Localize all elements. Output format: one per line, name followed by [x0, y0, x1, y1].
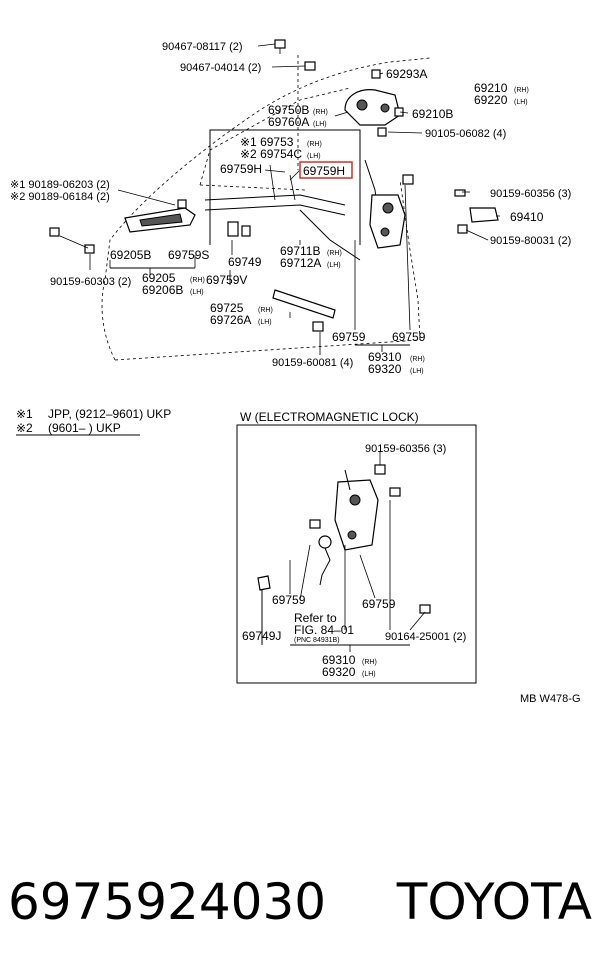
svg-text:(LH): (LH)	[514, 99, 528, 106]
label-69205b: 69205B	[110, 248, 151, 262]
svg-text:(RH): (RH)	[410, 356, 425, 363]
label-69759-b: 69759	[392, 330, 426, 344]
label-69205: 69205	[142, 271, 176, 285]
label-69220: 69220	[474, 93, 508, 107]
bolt-top-1	[274, 39, 286, 54]
label-69759v: 69759V	[206, 273, 247, 287]
svg-text:(LH): (LH)	[307, 153, 321, 160]
svg-text:(LH): (LH)	[258, 319, 272, 326]
label-69712a: 69712A	[280, 256, 321, 270]
inset-label-69749j: 69749J	[242, 629, 281, 643]
label-69753: ※1 69753	[240, 135, 294, 149]
leader-lines	[59, 43, 500, 355]
label-90159-60356: 90159-60356 (3)	[490, 188, 571, 200]
svg-text:(RH): (RH)	[258, 307, 273, 314]
highlight-box	[299, 161, 353, 179]
label-69206b: 69206B	[142, 283, 183, 297]
label-69210b: 69210B	[412, 107, 453, 121]
label-90159-60303: 90159-60303 (2)	[50, 276, 131, 288]
inset-label-69310: 69310	[322, 653, 356, 667]
note-1-mark: ※1	[16, 407, 33, 421]
inset-electromagnetic-lock: W (ELECTROMAGNETIC LOCK) 90159-60356 (3)…	[236, 410, 477, 684]
inset-label-90164-25001: 90164-25001 (2)	[385, 631, 466, 643]
note-2-text: (9601– ) UKP	[48, 421, 121, 435]
svg-text:(RH): (RH)	[307, 141, 322, 148]
svg-text:(RH): (RH)	[190, 277, 205, 284]
inset-title: W (ELECTROMAGNETIC LOCK)	[240, 410, 419, 424]
label-69760a: 69760A	[268, 115, 309, 129]
inside-handle	[124, 199, 196, 233]
inset-label-69759-b: 69759	[362, 597, 396, 611]
note-2-mark: ※2	[16, 421, 33, 435]
inset-label-pnc: (PNC 84931B)	[294, 637, 340, 644]
bolts-left	[49, 227, 95, 254]
striker	[454, 189, 499, 234]
footer: 6975924030 TOYOTA	[8, 862, 592, 942]
svg-text:(LH): (LH)	[190, 289, 204, 296]
door-lock-upper	[344, 69, 404, 137]
inset-label-69759-a: 69759	[272, 593, 306, 607]
label-90105-06082: 90105-06082 (4)	[425, 128, 506, 140]
svg-text:(LH): (LH)	[362, 671, 376, 678]
part-number: 6975924030	[8, 873, 327, 931]
svg-text:(RH): (RH)	[362, 659, 377, 666]
inset-label-fig: FIG. 84–01	[294, 623, 354, 637]
svg-text:(RH): (RH)	[313, 109, 328, 116]
label-90189-06203: ※1 90189-06203 (2)	[10, 179, 110, 191]
svg-text:(RH): (RH)	[327, 250, 342, 257]
label-69754c: ※2 69754C	[240, 147, 302, 161]
inset-label-refer: Refer to	[294, 611, 337, 625]
label-69210: 69210	[474, 81, 508, 95]
parts-diagram: 90467-08117 (2) 90467-04014 (2) 69293A 6…	[10, 39, 581, 705]
label-90159-60081: 90159-60081 (4)	[272, 357, 353, 369]
inset-label-69320: 69320	[322, 665, 356, 679]
label-69293a: 69293A	[386, 67, 427, 81]
label-69759h: 69759H	[220, 162, 262, 176]
label-69759-a: 69759	[332, 330, 366, 344]
label-69759h-highlight: 69759H	[303, 164, 345, 178]
label-90189-06184: ※2 90189-06184 (2)	[10, 191, 110, 203]
svg-text:(LH): (LH)	[313, 121, 327, 128]
label-69711b: 69711B	[280, 244, 320, 258]
label-69750b: 69750B	[268, 103, 309, 117]
label-69726a: 69726A	[210, 313, 251, 327]
label-69310: 69310	[368, 350, 402, 364]
svg-text:(LH): (LH)	[410, 368, 424, 375]
label-69725: 69725	[210, 301, 244, 315]
inset-label-90159-60356: 90159-60356 (3)	[365, 443, 446, 455]
note-1-text: JPP, (9212–9601) UKP	[48, 407, 171, 421]
part-69725	[272, 289, 336, 332]
diagram-code: MB W478-G	[520, 693, 581, 705]
part-69749	[227, 221, 251, 237]
notes: ※1 JPP, (9212–9601) UKP ※2 (9601– ) UKP	[16, 407, 171, 436]
label-69759s: 69759S	[168, 248, 209, 262]
label-69320: 69320	[368, 362, 402, 376]
svg-text:(RH): (RH)	[514, 87, 529, 94]
label-90467-04014: 90467-04014 (2)	[180, 62, 261, 74]
label-90467-08117: 90467-08117 (2)	[162, 41, 243, 53]
svg-text:(LH): (LH)	[327, 262, 341, 269]
label-69410: 69410	[510, 210, 544, 224]
brand-name: TOYOTA	[396, 873, 592, 931]
labels-main: 90467-08117 (2) 90467-04014 (2) 69293A 6…	[10, 41, 571, 376]
label-90159-80031: 90159-80031 (2)	[490, 235, 571, 247]
label-69749: 69749	[228, 255, 262, 269]
door-lock-main	[369, 174, 414, 249]
